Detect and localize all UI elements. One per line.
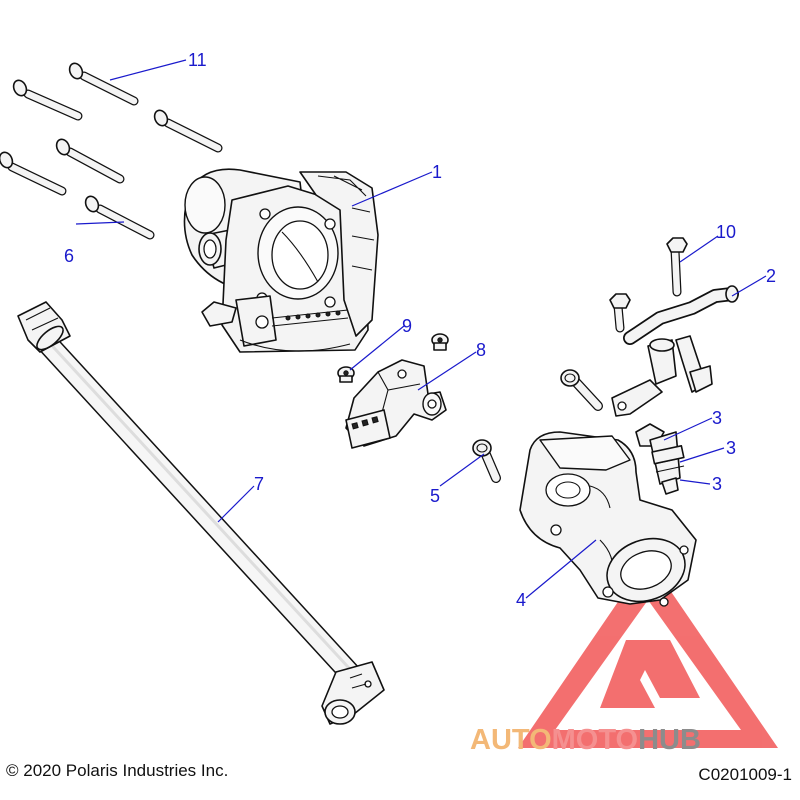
fuel-line-bracket (611, 285, 739, 417)
callout-8: 8 (476, 340, 486, 360)
callout-3-middle: 3 (726, 438, 736, 458)
copyright-notice: © 2020 Polaris Industries Inc. (6, 761, 229, 780)
callout-3-top: 3 (712, 408, 722, 428)
bracket-bolt-2 (666, 237, 688, 297)
callout-9: 9 (402, 316, 412, 336)
callout-6: 6 (64, 246, 74, 266)
callout-4: 4 (516, 590, 526, 610)
bolt-group-throttle (0, 62, 223, 240)
intake-manifold (519, 431, 697, 607)
throttle-body (183, 168, 379, 353)
watermark-text-hub: HUB (638, 724, 701, 756)
manifold-bolt-2 (472, 439, 501, 483)
sensor-screw-2 (431, 333, 449, 351)
bolt-upper-4 (0, 151, 67, 196)
map-sensor (345, 359, 447, 449)
fuel-injector (635, 423, 685, 495)
bracket-bolt-1 (609, 293, 631, 333)
bolt-upper-6 (84, 195, 155, 240)
watermark-text: AUTOMOTOHUB (470, 724, 701, 756)
bolt-upper-2 (68, 62, 139, 106)
callout-2: 2 (766, 266, 776, 286)
watermark-text-moto: MOTO (552, 724, 638, 756)
callout-5: 5 (430, 486, 440, 506)
callout-11: 11 (188, 50, 207, 70)
watermark-inner-mark-icon (600, 640, 700, 708)
fuel-rail-tube (17, 301, 385, 725)
watermark-text-auto: AUTO (470, 724, 552, 756)
callout-7: 7 (254, 474, 264, 494)
bolt-upper-1 (12, 79, 83, 121)
callout-1: 1 (432, 162, 442, 182)
manifold-bolt-1 (560, 369, 603, 411)
leader-lines (75, 59, 767, 599)
callout-10: 10 (716, 222, 736, 242)
callout-3-bottom: 3 (712, 474, 722, 494)
bolt-upper-5 (55, 138, 125, 184)
diagram-code: C0201009-1 (698, 765, 792, 784)
bolt-upper-3 (153, 109, 223, 153)
